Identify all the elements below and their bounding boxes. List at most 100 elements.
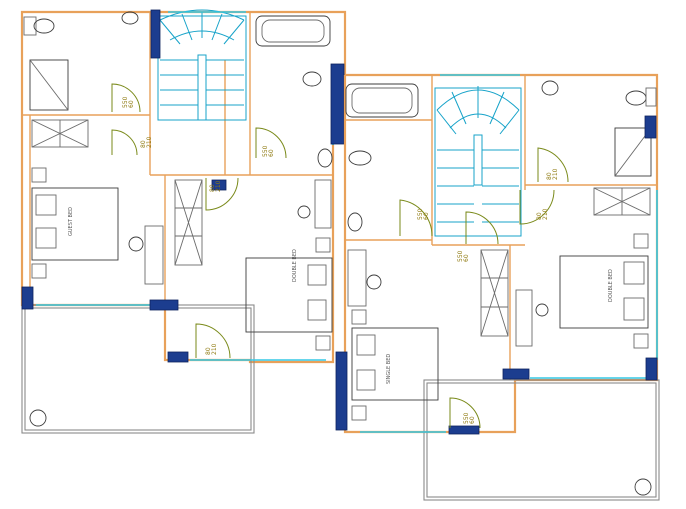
- right-wardrobe-cross: [593, 187, 651, 216]
- right-bed-icon: [559, 255, 649, 329]
- right-shower-tray-icon: [614, 127, 652, 177]
- right-bed2-icon: [351, 327, 439, 401]
- left-nightstand-2: [31, 263, 47, 279]
- right-column-3: [645, 357, 658, 381]
- left-basin3-icon: [317, 148, 333, 168]
- left-wc-bowl-icon: [33, 18, 55, 34]
- right-bathtub-inner: [351, 87, 413, 114]
- right-unit: DOUBLE BED SINGLE BED 55060 8: [335, 73, 660, 501]
- left-balcony-outline: [21, 304, 255, 434]
- right-chair-icon: [535, 303, 549, 317]
- left-door-2: [111, 129, 138, 156]
- right-unit-partitions: [345, 75, 657, 380]
- right-wc2-icon: [625, 90, 647, 106]
- right-column-1: [335, 351, 348, 431]
- left-nightstand-4: [315, 335, 331, 351]
- right-basin2-icon: [541, 80, 559, 96]
- left-column-5: [167, 351, 189, 363]
- right-chair2-icon: [366, 274, 382, 290]
- left-door-1: [111, 83, 141, 113]
- left-door-3: [255, 127, 287, 159]
- left-basin2-icon: [302, 71, 322, 87]
- left-column-4: [149, 299, 179, 311]
- right-column-2: [644, 115, 657, 139]
- left-nightstand-3: [315, 237, 331, 253]
- left-unit-outer-wall: [20, 10, 347, 364]
- left-shower-tray-icon: [29, 59, 69, 111]
- right-door-3: [465, 211, 499, 245]
- right-door-label-3: 80210: [536, 208, 549, 220]
- right-balcony-outline: [423, 379, 660, 501]
- right-column-5: [448, 425, 480, 435]
- left-bed2-pillow-2: [307, 299, 327, 321]
- left-wc-icon: [23, 16, 37, 36]
- right-wc2-tank: [645, 87, 657, 107]
- right-bed2-pillow-1: [356, 334, 376, 356]
- left-column-3: [21, 286, 34, 310]
- left-chair-icon: [128, 236, 144, 252]
- right-bathtub-icon: [345, 83, 419, 118]
- left-nightstand-1: [31, 167, 47, 183]
- right-wardrobe2-icon: [480, 249, 509, 337]
- left-door-5: [195, 323, 231, 359]
- right-door-label-1: 55060: [417, 208, 430, 220]
- right-pillow-1: [623, 261, 645, 285]
- left-door-label-5: 80210: [205, 343, 218, 355]
- right-door-label-5: 55060: [463, 412, 476, 424]
- left-column-1: [150, 9, 161, 59]
- right-staircase-icon: [434, 86, 522, 237]
- right-door-2: [537, 147, 569, 183]
- right-bed-label: DOUBLE BED: [608, 269, 614, 302]
- left-desk2-icon: [314, 179, 332, 229]
- right-wc-icon: [348, 150, 372, 166]
- left-bathtub-inner: [261, 19, 325, 43]
- left-bed2-pillow-1: [307, 264, 327, 286]
- right-door-4: [519, 189, 555, 225]
- left-wardrobe-cross: [31, 119, 89, 148]
- right-desk2-icon: [347, 249, 367, 307]
- left-basin-icon: [121, 11, 139, 25]
- right-door-5: [449, 397, 481, 429]
- right-nightstand-1: [633, 233, 649, 249]
- right-door-1: [399, 199, 433, 237]
- left-chair2-icon: [297, 205, 311, 219]
- right-bed2-label: SINGLE BED: [386, 354, 392, 384]
- right-balcony-inner: [426, 382, 657, 498]
- left-door-label-1: 55060: [122, 96, 135, 108]
- right-basin-icon: [347, 212, 363, 232]
- right-pillow-2: [623, 297, 645, 321]
- left-wardrobe2-icon: [174, 179, 203, 266]
- left-wardrobe2-cross: [174, 179, 203, 266]
- left-desk-icon: [144, 225, 164, 285]
- left-bed-label: GUEST BED: [68, 207, 74, 236]
- left-bed2-icon: [245, 257, 333, 333]
- left-pillow-1: [35, 194, 57, 216]
- right-nightstand-2: [633, 333, 649, 349]
- right-nightstand-4: [351, 405, 367, 421]
- left-pillow-2: [35, 227, 57, 249]
- right-column-4: [502, 368, 530, 380]
- right-balcony-plant-icon: [634, 478, 652, 496]
- left-door-label-4: 80210: [209, 180, 222, 192]
- left-door-label-3: 55060: [262, 145, 275, 157]
- left-bed-icon: [31, 187, 119, 261]
- left-unit: GUEST BED DOUBLE BED 55060: [20, 9, 347, 434]
- right-nightstand-3: [351, 309, 367, 325]
- left-shower-diagonal: [29, 59, 69, 111]
- right-desk-icon: [515, 289, 533, 347]
- right-door-label-2: 80210: [546, 168, 559, 180]
- left-column-6: [211, 179, 227, 191]
- left-door-label-2: 80210: [140, 136, 153, 148]
- left-bed2-label: DOUBLE BED: [292, 249, 298, 282]
- left-column-2: [330, 63, 345, 145]
- right-wardrobe2-cross: [480, 249, 509, 337]
- left-unit-partitions: [22, 12, 333, 305]
- left-door-4: [205, 177, 239, 211]
- left-balcony-plant-icon: [29, 409, 47, 427]
- left-bathtub-icon: [255, 15, 331, 47]
- left-balcony-inner: [24, 307, 252, 431]
- right-door-label-4: 55060: [457, 250, 470, 262]
- left-staircase-icon: [157, 9, 247, 121]
- right-bed2-pillow-2: [356, 369, 376, 391]
